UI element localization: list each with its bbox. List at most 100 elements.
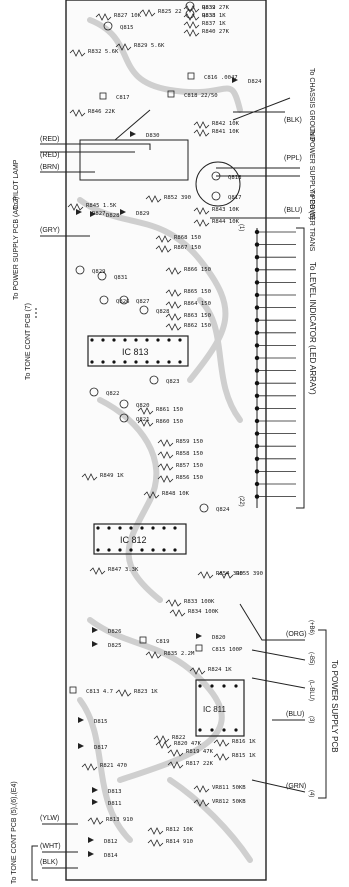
component-label: C816 .0047: [204, 75, 238, 81]
component: R813 910: [87, 817, 133, 825]
component: R847 3.3K: [89, 567, 139, 575]
component-label: D826: [108, 629, 121, 635]
ext-tone-cont-bottom: To TONE CONT PCB (5),(6),(E4): [11, 781, 18, 884]
component: R857 150: [157, 463, 203, 471]
component-label: Q821: [136, 417, 149, 423]
component: R838 1K: [183, 13, 226, 21]
component-label: Q820: [136, 403, 149, 409]
component-label: R814 910: [166, 839, 193, 845]
ext-power-supply-pcb-5: To POWER SUPPLY PCB (5): [308, 128, 315, 220]
led-pad: [254, 368, 296, 373]
tone-cont-bracket: [31, 845, 38, 881]
led-pad: [254, 318, 296, 323]
ic-pin: [167, 360, 171, 364]
q818-outline: [195, 161, 241, 207]
pin-4: (4): [308, 790, 314, 797]
component: R866 150: [165, 267, 211, 275]
component-label: R846 22K: [88, 109, 116, 115]
led-pad: [254, 418, 296, 424]
component-label: R838 1K: [202, 13, 226, 19]
component-label: D814: [104, 853, 118, 859]
component-label: R822: [172, 735, 185, 741]
led-pad: [254, 305, 296, 310]
ic-pin: [101, 360, 105, 364]
component: R859 150: [157, 439, 203, 447]
component: C818 22/50: [167, 90, 218, 99]
component-label: R855 390: [236, 571, 263, 577]
ic-pin: [222, 728, 226, 732]
component: R840 27K: [183, 29, 230, 37]
component: R845 1.5K: [67, 203, 117, 211]
ext-pilot-lamp: To PILOT LAMP: [13, 159, 20, 210]
component-label: R854 390: [216, 571, 243, 577]
led-pad: [254, 343, 296, 348]
component: D830: [130, 131, 159, 139]
component: R855 390: [217, 571, 263, 579]
component-label: Q826: [116, 299, 129, 305]
led-pad: [254, 330, 296, 335]
led-pad: [254, 481, 296, 487]
ic-pin: [167, 338, 171, 342]
component: D824: [232, 77, 262, 85]
component-label: Q829: [92, 269, 105, 275]
component-label: R852 390: [164, 195, 191, 201]
ic-pin: [90, 360, 94, 364]
component: R862 150: [165, 323, 211, 331]
ic-pin: [107, 548, 111, 552]
ic-pin: [140, 526, 144, 530]
component-label: C818 22/50: [184, 93, 218, 99]
component-label: R821 470: [100, 763, 127, 769]
power-supply-bracket: [318, 629, 327, 799]
external-wires: [35, 97, 306, 869]
component: D825: [92, 641, 121, 649]
ic-pin: [145, 360, 149, 364]
component: R844 10K: [193, 219, 240, 227]
component-label: R827 10K: [114, 13, 142, 19]
component: R816 1K: [213, 739, 256, 747]
wire-blk-top: (BLK): [284, 117, 302, 124]
led-pad: [254, 469, 296, 474]
component-label: R816 1K: [232, 739, 256, 745]
ic-pin: [156, 360, 160, 364]
component: R812 10K: [147, 827, 194, 835]
wire-brn: (BRN): [40, 164, 59, 171]
component-label: D813: [108, 789, 121, 795]
component-label: R857 150: [176, 463, 203, 469]
ic-pin: [162, 526, 166, 530]
ic-pin: [198, 684, 202, 688]
component-label: Q831: [114, 275, 127, 281]
component-label: R864 150: [184, 301, 211, 307]
wire-wht: (WHT): [40, 843, 61, 850]
ic-pin: [234, 728, 238, 732]
component: R823 1K: [115, 689, 158, 697]
component-label: Q823: [166, 379, 179, 385]
component: R848 10K: [143, 491, 190, 499]
component: Q823: [149, 375, 179, 385]
component: D813: [92, 787, 121, 795]
component: R833 100K: [165, 599, 215, 607]
wire-org: (ORG): [286, 631, 307, 638]
component-label: VR811 50KB: [212, 785, 246, 791]
ic-pin: [178, 360, 182, 364]
component-label: C813 4.7: [86, 689, 113, 695]
component-label: Q822: [106, 391, 119, 397]
component-label: R845 1.5K: [86, 203, 117, 209]
component-label: R817 22K: [186, 761, 214, 767]
component-label: R823 1K: [134, 689, 158, 695]
copper-traces: [77, 17, 253, 863]
component: R819 47K: [167, 749, 214, 757]
component-label: D827: [92, 211, 105, 217]
wire-grn: (GRN): [286, 783, 306, 790]
ic-pin: [140, 548, 144, 552]
component: C813 4.7: [69, 686, 113, 695]
wire-red-2: (RED): [40, 152, 59, 159]
led-pad: [254, 456, 296, 461]
led-pad: [254, 406, 296, 411]
component: Q826: [99, 295, 129, 305]
ic-pin: [151, 548, 155, 552]
pin-3: (3): [308, 716, 314, 723]
component-label: R867 150: [174, 245, 201, 251]
led-pad: [254, 494, 296, 499]
wire-ppl: (PPL): [284, 155, 302, 162]
